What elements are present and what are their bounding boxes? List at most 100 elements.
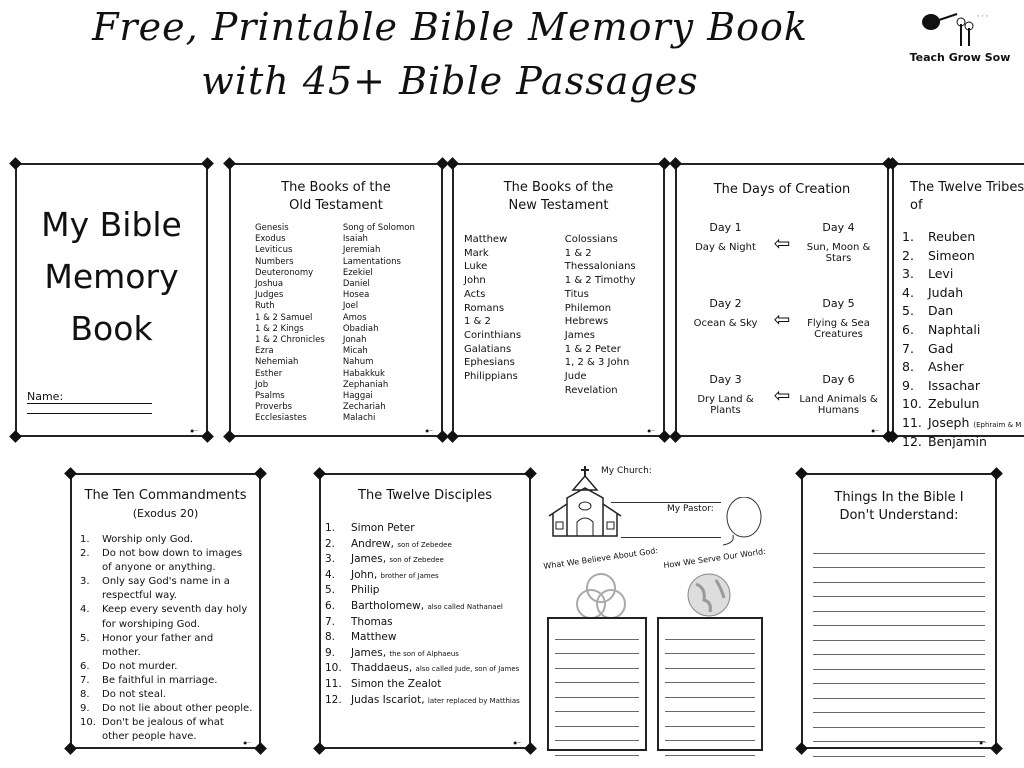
svg-text:· · ·: · · · [977, 13, 988, 20]
book-item: Obadiah [342, 323, 379, 334]
book-item: Malachi [342, 413, 376, 424]
corner-diamond-icon [446, 430, 459, 443]
list-item: 1.Worship only God. [80, 534, 194, 545]
list-item: 2.Simeon [902, 247, 975, 263]
writing-lines[interactable] [803, 525, 995, 757]
disciples-page: The Twelve Disciples 1.Simon Peter 2.And… [313, 467, 537, 755]
book-item: 1, 2 & 3 John [564, 357, 630, 369]
mini-logo: ●— [513, 740, 522, 745]
list-item: 9.James, the son of Alphaeus [325, 646, 459, 659]
book-item: Joel [342, 301, 359, 312]
arrow-left-icon: ⇦ [773, 231, 791, 255]
book-item: Exodus [255, 234, 286, 245]
book-item: John [464, 275, 486, 287]
list-item: 4.Keep every seventh day holy for worshi… [80, 604, 248, 630]
corner-diamond-icon [9, 157, 22, 170]
list-item: 7.Gad [902, 340, 954, 356]
book-item: Isaiah [342, 234, 368, 245]
book-item: Daniel [342, 279, 370, 290]
book-item: Luke [464, 261, 488, 273]
book-item: James [564, 329, 595, 341]
list-item: 8.Do not steal. [80, 689, 166, 701]
book-item: Esther [255, 368, 283, 379]
list-item: 6.Naphtali [902, 321, 981, 337]
book-item: Acts [464, 288, 486, 300]
serve-label: How We Serve Our World: [662, 546, 767, 571]
list-item: 12.Judas Iscariot, later replaced by Mat… [325, 693, 520, 706]
list-item: 5.Dan [902, 303, 954, 319]
book-item: Galatians [464, 343, 512, 355]
page-title-line1: Free, Printable Bible Memory Book [92, 5, 808, 49]
list-item: 4.Judah [902, 284, 964, 300]
book-item: Job [255, 379, 269, 390]
list-item: 7.Be faithful in marriage. [80, 674, 218, 686]
list-item: 6.Bartholomew, also called Nathanael [325, 599, 503, 612]
book-item: Nehemiah [255, 357, 299, 368]
list-item: 10.Thaddaeus, also called Jude, son of J… [325, 662, 520, 675]
list-item: 3.Levi [902, 266, 954, 282]
book-item: Numbers [255, 256, 294, 267]
corner-diamond-icon [990, 467, 1003, 480]
dont-understand-page: Things In the Bible I Don't Understand: … [795, 467, 1003, 757]
book-item: Haggai [342, 391, 373, 402]
book-item: 1 & 2 Kings [255, 323, 304, 334]
list-item: 5.Philip [325, 584, 380, 597]
list-item: 3.James, son of Zebedee [325, 553, 444, 566]
book-item: 1 & 2 Timothy [564, 275, 636, 287]
corner-diamond-icon [223, 430, 236, 443]
page-heading: The Twelve Disciples [358, 488, 492, 503]
book-item: Matthew [464, 234, 508, 245]
mini-logo: ●— [425, 428, 434, 433]
book-item: Ephesians [464, 357, 515, 369]
book-item: Habakkuk [342, 368, 385, 379]
mini-logo: ●— [243, 740, 252, 745]
believe-label: What We Believe About God: [542, 546, 659, 571]
book-item: Amos [342, 312, 367, 323]
arrow-left-icon: ⇦ [773, 307, 791, 331]
list-item: 10.Zebulun [902, 396, 980, 412]
list-item: 11.Joseph (Ephraim & M [902, 414, 1022, 430]
book-item: Song of Solomon [342, 223, 415, 233]
tribes-list: 1.Reuben 2.Simeon 3.Levi 4.Judah 5.Dan 6… [894, 229, 1024, 452]
mini-logo: ●— [871, 428, 880, 433]
list-item: 1.Simon Peter [325, 522, 415, 534]
corner-diamond-icon [313, 467, 326, 480]
mini-logo: ●— [979, 740, 988, 745]
corner-diamond-icon [201, 157, 214, 170]
page-title-line2: with 45+ Bible Passages [201, 59, 699, 103]
believe-lines[interactable] [547, 617, 647, 756]
corner-diamond-icon [524, 742, 537, 755]
serve-lines[interactable] [657, 617, 763, 756]
book-item: Philippians [464, 371, 518, 383]
my-church-label: My Church: [601, 466, 652, 476]
list-item: 6.Do not murder. [80, 660, 178, 672]
book-item: Ecclesiastes [255, 413, 307, 424]
name-field[interactable]: Name: [27, 390, 206, 417]
book-item: Revelation [564, 384, 618, 396]
book-item: Zephaniah [342, 379, 389, 390]
book-item: Joshua [255, 279, 284, 290]
my-pastor-label: My Pastor: [667, 504, 714, 514]
book-item: 1 & 2 Samuel [255, 312, 313, 323]
list-item: 3.Only say God's name in a respectful wa… [80, 576, 230, 602]
book-item: Proverbs [255, 402, 293, 413]
list-item: 9.Do not lie about other people. [80, 703, 253, 715]
list-item: 8.Matthew [325, 631, 397, 644]
book-item: Romans [464, 302, 505, 314]
book-item: Colossians [564, 234, 618, 245]
list-item: 7.Thomas [325, 615, 393, 628]
page-heading: The Days of Creation [713, 182, 851, 197]
book-item: Micah [342, 346, 368, 357]
list-item: 12.Benjamin [902, 433, 987, 449]
mini-logo: ●— [190, 428, 199, 433]
